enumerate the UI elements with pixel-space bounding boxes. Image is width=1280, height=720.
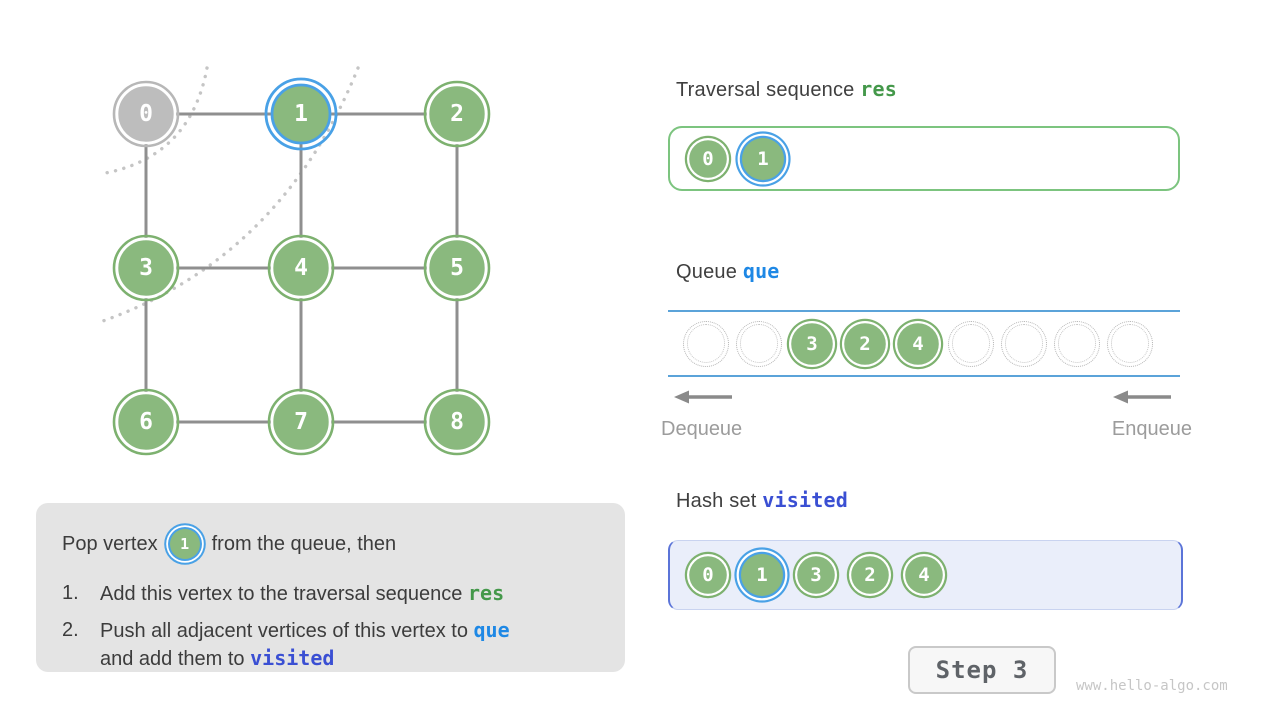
visited-item-1: 1: [741, 554, 783, 596]
step-1-number: 1.: [62, 582, 79, 604]
visited-item-0: 0: [687, 554, 729, 596]
intro-text-before: Pop vertex: [62, 532, 158, 555]
visited-item-4: 4: [903, 554, 945, 596]
res-code-token: res: [860, 77, 898, 101]
queue-slot-empty-6: [1001, 320, 1047, 367]
queue-item-4: 4: [895, 320, 941, 367]
step-text-segment: Push all adjacent vertices of this verte…: [100, 620, 474, 642]
graph-vertex-label: 7: [294, 409, 308, 435]
instruction-step-2: 2. Push all adjacent vertices of this ve…: [62, 617, 605, 673]
graph-vertex-label: 3: [139, 255, 153, 281]
graph-vertex-label: 6: [139, 409, 153, 435]
visited-item-2: 2: [849, 554, 891, 596]
graph-vertex-5: 5: [423, 234, 491, 302]
graph-vertex-3: 3: [112, 234, 180, 302]
res-item-1: 1: [742, 137, 784, 180]
graph-vertex-0: 0: [112, 80, 180, 148]
queue-slot-empty-5: [948, 320, 994, 367]
visited-code-token: visited: [762, 488, 848, 512]
queue-item-2: 2: [842, 320, 888, 367]
queue-slot-empty-7: [1054, 320, 1100, 367]
queue-slot-empty-0: [683, 320, 729, 367]
graph-vertex-label: 4: [294, 255, 308, 281]
dequeue-arrow-icon: [674, 390, 732, 404]
step-indicator: Step 3: [908, 646, 1056, 694]
step-text-segment: Add this vertex to the traversal sequenc…: [100, 583, 468, 605]
enqueue-label: Enqueue: [1111, 418, 1192, 440]
graph-vertex-1: 1: [264, 77, 338, 151]
queue-heading: Queue que: [676, 259, 780, 284]
visited-heading-text: Hash set: [676, 490, 757, 512]
dequeue-label: Dequeue: [661, 418, 743, 440]
instruction-step-1: 1. Add this vertex to the traversal sequ…: [62, 580, 605, 608]
graph-vertex-label: 0: [139, 101, 153, 127]
queue-slot-empty-1: [736, 320, 782, 367]
inline-code-token: que: [473, 618, 510, 642]
step-2-number: 2.: [62, 619, 79, 641]
graph-vertex-4: 4: [267, 234, 335, 302]
graph-vertex-label: 5: [450, 255, 464, 281]
inline-code-token: visited: [250, 646, 335, 670]
watermark: www.hello-algo.com: [1076, 678, 1228, 694]
queue-item-3: 3: [789, 320, 835, 367]
traversal-heading-text: Traversal sequence: [676, 79, 855, 101]
instruction-intro: Pop vertex 1 from the queue, then: [62, 523, 605, 565]
graph-canvas: 0 1 2 3 4 5 6 7 8: [98, 66, 491, 456]
graph-vertex-label: 8: [450, 409, 464, 435]
queue-slot-empty-8: [1107, 320, 1153, 367]
step-2-text: Push all adjacent vertices of this verte…: [100, 617, 510, 673]
graph-vertex-8: 8: [423, 388, 491, 456]
intro-vertex-chip: 1: [169, 529, 200, 559]
enqueue-arrow-icon: [1113, 390, 1171, 404]
res-item-0: 0: [687, 137, 729, 180]
graph-vertices: 0 1 2 3 4 5 6 7 8: [112, 77, 491, 456]
step-1-text: Add this vertex to the traversal sequenc…: [100, 580, 504, 608]
graph-vertex-7: 7: [267, 388, 335, 456]
graph-vertex-label: 1: [294, 101, 308, 127]
intro-text-after: from the queue, then: [211, 532, 397, 555]
queue-heading-text: Queue: [676, 261, 738, 283]
graph-vertex-label: 2: [450, 101, 464, 127]
visited-heading: Hash set visited: [676, 488, 848, 513]
bfs-frontier-arc-outer: [98, 66, 360, 324]
graph-vertex-6: 6: [112, 388, 180, 456]
inline-code-token: res: [467, 581, 505, 605]
instruction-panel: Pop vertex 1 from the queue, then 1. Add…: [36, 503, 625, 672]
visited-item-3: 3: [795, 554, 837, 596]
traversal-heading: Traversal sequence res: [676, 77, 897, 102]
que-code-token: que: [742, 259, 780, 283]
step-text-segment: and add them to: [100, 648, 251, 670]
graph-vertex-2: 2: [423, 80, 491, 148]
